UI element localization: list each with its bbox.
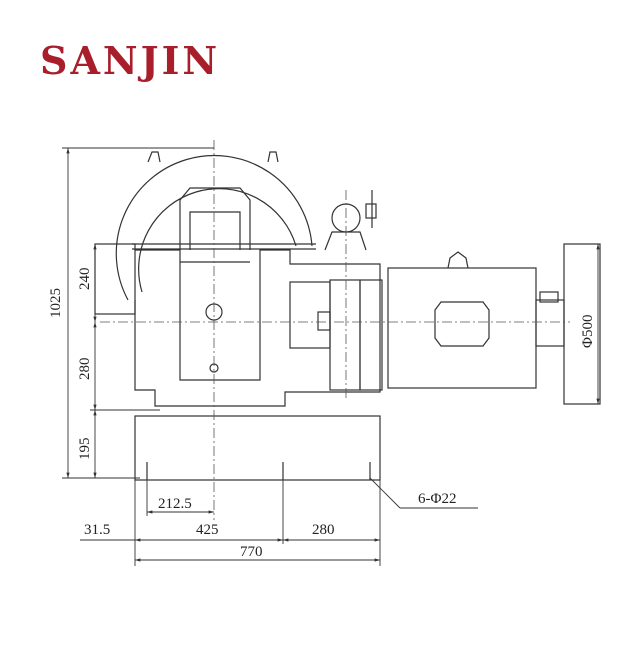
flywheel [563, 243, 601, 405]
dim-base-height: 195 [77, 438, 93, 461]
gearbox-body [134, 249, 381, 407]
dim-half-span: 212.5 [158, 496, 192, 512]
dim-flywheel-diameter: Φ500 [580, 315, 596, 348]
sheave-inner [138, 188, 297, 293]
dim-center-span: 425 [196, 522, 219, 538]
motor-body [387, 267, 537, 389]
center-lines [100, 140, 570, 520]
brake-drum [329, 279, 361, 391]
dim-total-height: 1025 [48, 288, 64, 318]
brand-logo: SANJIN [40, 38, 221, 83]
dim-total-width: 770 [240, 544, 263, 560]
left-bracket [94, 243, 136, 315]
base-plate [134, 415, 381, 481]
sheave-guard [115, 154, 313, 301]
dim-holes: 6-Φ22 [418, 491, 456, 507]
dim-upper-height: 240 [77, 268, 93, 291]
dim-right-span: 280 [312, 522, 335, 538]
brake-drum-left [289, 281, 331, 349]
dimension-lines [62, 147, 600, 566]
gear-housing-top [179, 187, 251, 250]
machine-outline [94, 151, 601, 481]
motor-eyebolt [447, 251, 469, 269]
terminal-box [434, 301, 490, 347]
dim-offset: 31.5 [84, 522, 110, 538]
dim-middle-height: 280 [77, 358, 93, 381]
